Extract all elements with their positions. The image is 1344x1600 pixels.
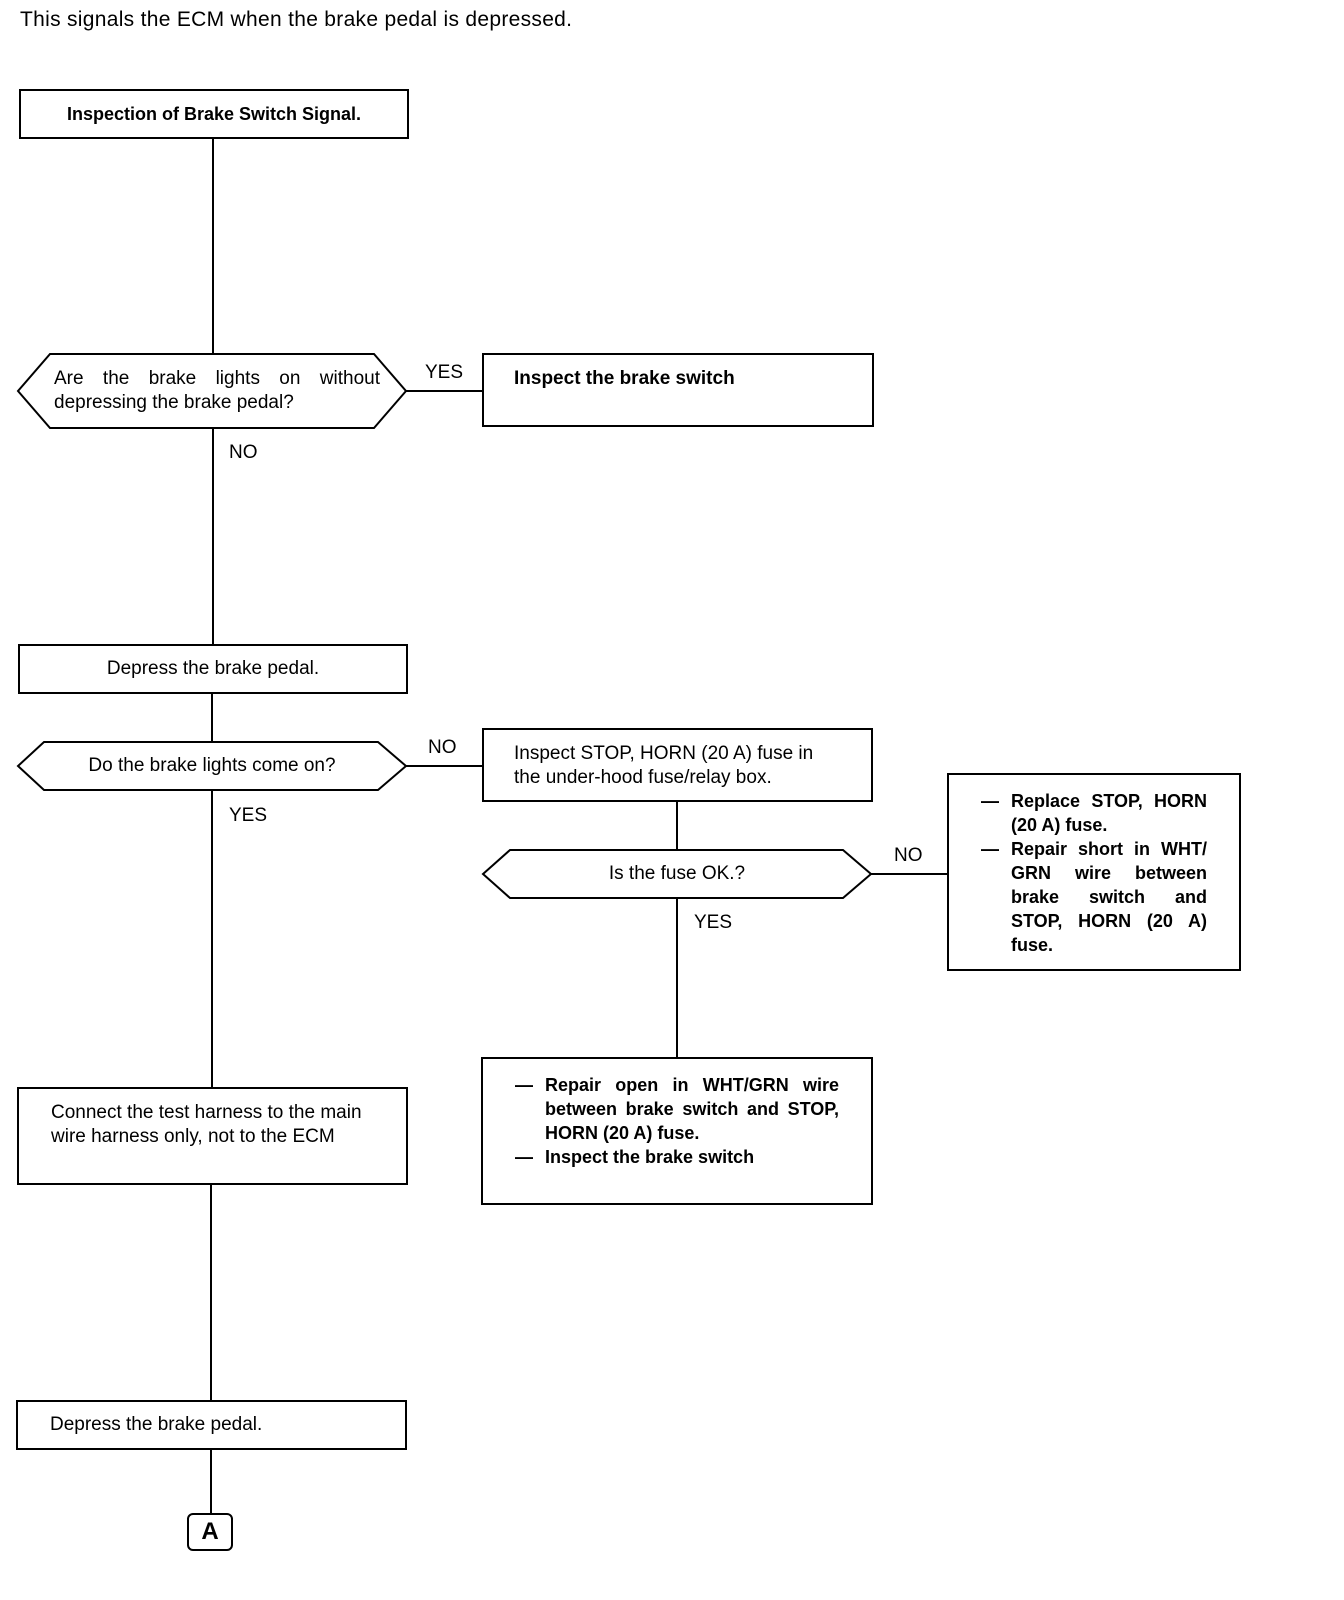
q3-yes-label: YES	[694, 912, 733, 933]
fuse-ok-action-1: —Repair open in WHT/GRN wire between bra…	[515, 1075, 839, 1143]
inspect-fuse-text: Inspect STOP, HORN (20 A) fuse in the un…	[514, 743, 814, 788]
depress-pedal-box-2: Depress the brake pedal.	[16, 1400, 407, 1450]
fuse-ok-actions-box: —Repair open in WHT/GRN wire between bra…	[481, 1057, 873, 1205]
connect-harness-text: Connect the test harness to the main wir…	[51, 1102, 362, 1147]
connector-a-label: A	[201, 1518, 219, 1545]
decision-shape-q3	[481, 849, 873, 899]
start-label: Inspection of Brake Switch Signal.	[66, 104, 362, 124]
fuse-bad-action-1: —Replace STOP, HORN (20 A) fuse.	[981, 791, 1207, 835]
intro-text: This signals the ECM when the brake peda…	[20, 8, 573, 31]
decision-brake-lights-on: Are the brake lights on without depressi…	[54, 354, 380, 428]
inspect-brake-switch-text: Inspect the brake switch	[514, 368, 735, 389]
q3-no-label: NO	[894, 845, 923, 866]
start-box: Inspection of Brake Switch Signal.	[19, 89, 409, 139]
inspect-brake-switch-box: Inspect the brake switch	[482, 353, 874, 427]
depress-pedal-text-1: Depress the brake pedal.	[106, 658, 320, 679]
depress-pedal-text-2: Depress the brake pedal.	[50, 1414, 263, 1435]
q2-yes-label: YES	[229, 805, 268, 826]
decision-fuse-ok: Is the fuse OK.?	[483, 850, 871, 898]
connect-harness-box: Connect the test harness to the main wir…	[17, 1087, 408, 1185]
decision-q1-text: Are the brake lights on without depressi…	[54, 368, 380, 413]
fuse-ok-action-2: —Inspect the brake switch	[515, 1147, 755, 1167]
q1-yes-label: YES	[425, 362, 464, 383]
decision-shape-q1	[16, 353, 408, 429]
decision-q3-text: Is the fuse OK.?	[608, 863, 746, 884]
inspect-fuse-box: Inspect STOP, HORN (20 A) fuse in the un…	[482, 728, 873, 802]
fuse-bad-actions-list: —Replace STOP, HORN (20 A) fuse. —Repair…	[981, 789, 1207, 957]
q1-no-label: NO	[229, 442, 258, 463]
fuse-ok-actions-list: —Repair open in WHT/GRN wire between bra…	[515, 1073, 839, 1169]
connector-a: A	[187, 1513, 233, 1551]
depress-pedal-box-1: Depress the brake pedal.	[18, 644, 408, 694]
decision-q2-text: Do the brake lights come on?	[88, 755, 336, 776]
fuse-bad-actions-box: —Replace STOP, HORN (20 A) fuse. —Repair…	[947, 773, 1241, 971]
decision-brake-lights-come-on: Do the brake lights come on?	[18, 742, 406, 790]
fuse-bad-action-2: —Repair short in WHT/ GRN wire between b…	[981, 839, 1207, 955]
decision-shape-q2	[16, 741, 408, 791]
q2-no-label: NO	[428, 737, 457, 758]
